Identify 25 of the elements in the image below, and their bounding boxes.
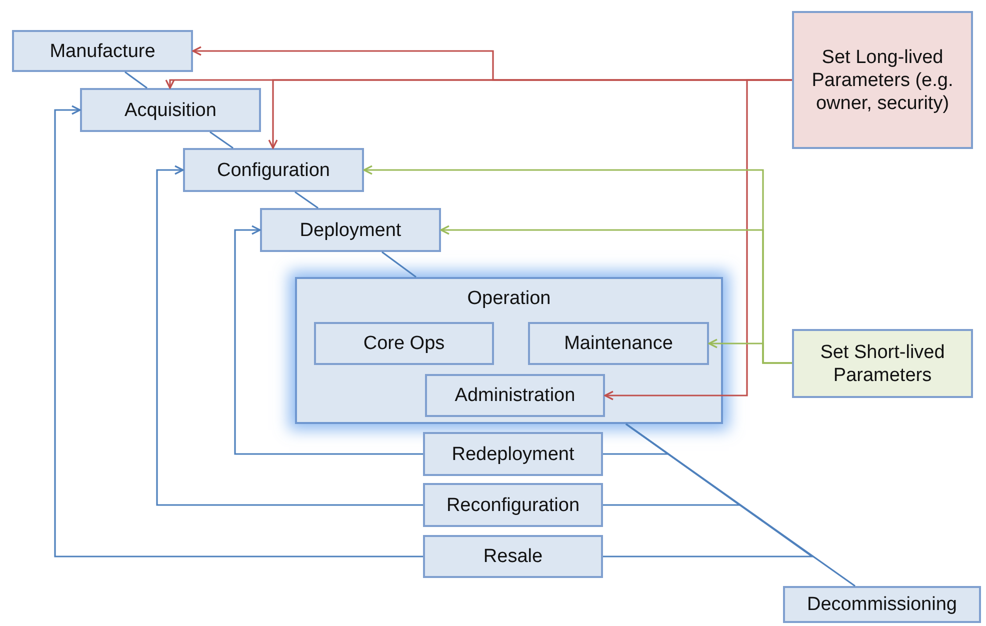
process-box: Acquisition — [80, 88, 261, 132]
arrow — [54, 105, 423, 558]
process-box: Redeployment — [423, 432, 603, 476]
process-box: Deployment — [260, 208, 441, 252]
process-box: Reconfiguration — [423, 483, 603, 527]
connector-line — [294, 191, 318, 209]
connector-line — [210, 131, 234, 149]
group-label: Operation — [466, 287, 552, 310]
arrow — [708, 338, 792, 364]
process-box: Set Long-lived Parameters (e.g. owner, security) — [792, 11, 973, 149]
process-box: Set Short-lived Parameters — [792, 329, 973, 398]
process-box: Administration — [425, 374, 605, 417]
process-box: Core Ops — [314, 322, 494, 365]
process-box: Manufacture — [12, 30, 193, 72]
arrow — [156, 165, 423, 506]
arrow — [234, 225, 423, 455]
connector-line — [382, 251, 416, 278]
group-box — [295, 277, 723, 424]
process-box: Decommissioning — [783, 586, 981, 623]
connector-line — [603, 423, 815, 558]
process-box: Maintenance — [528, 322, 709, 365]
arrow — [604, 79, 792, 400]
process-box: Configuration — [183, 148, 364, 192]
connector-line — [124, 71, 148, 89]
process-box: Resale — [423, 535, 603, 578]
